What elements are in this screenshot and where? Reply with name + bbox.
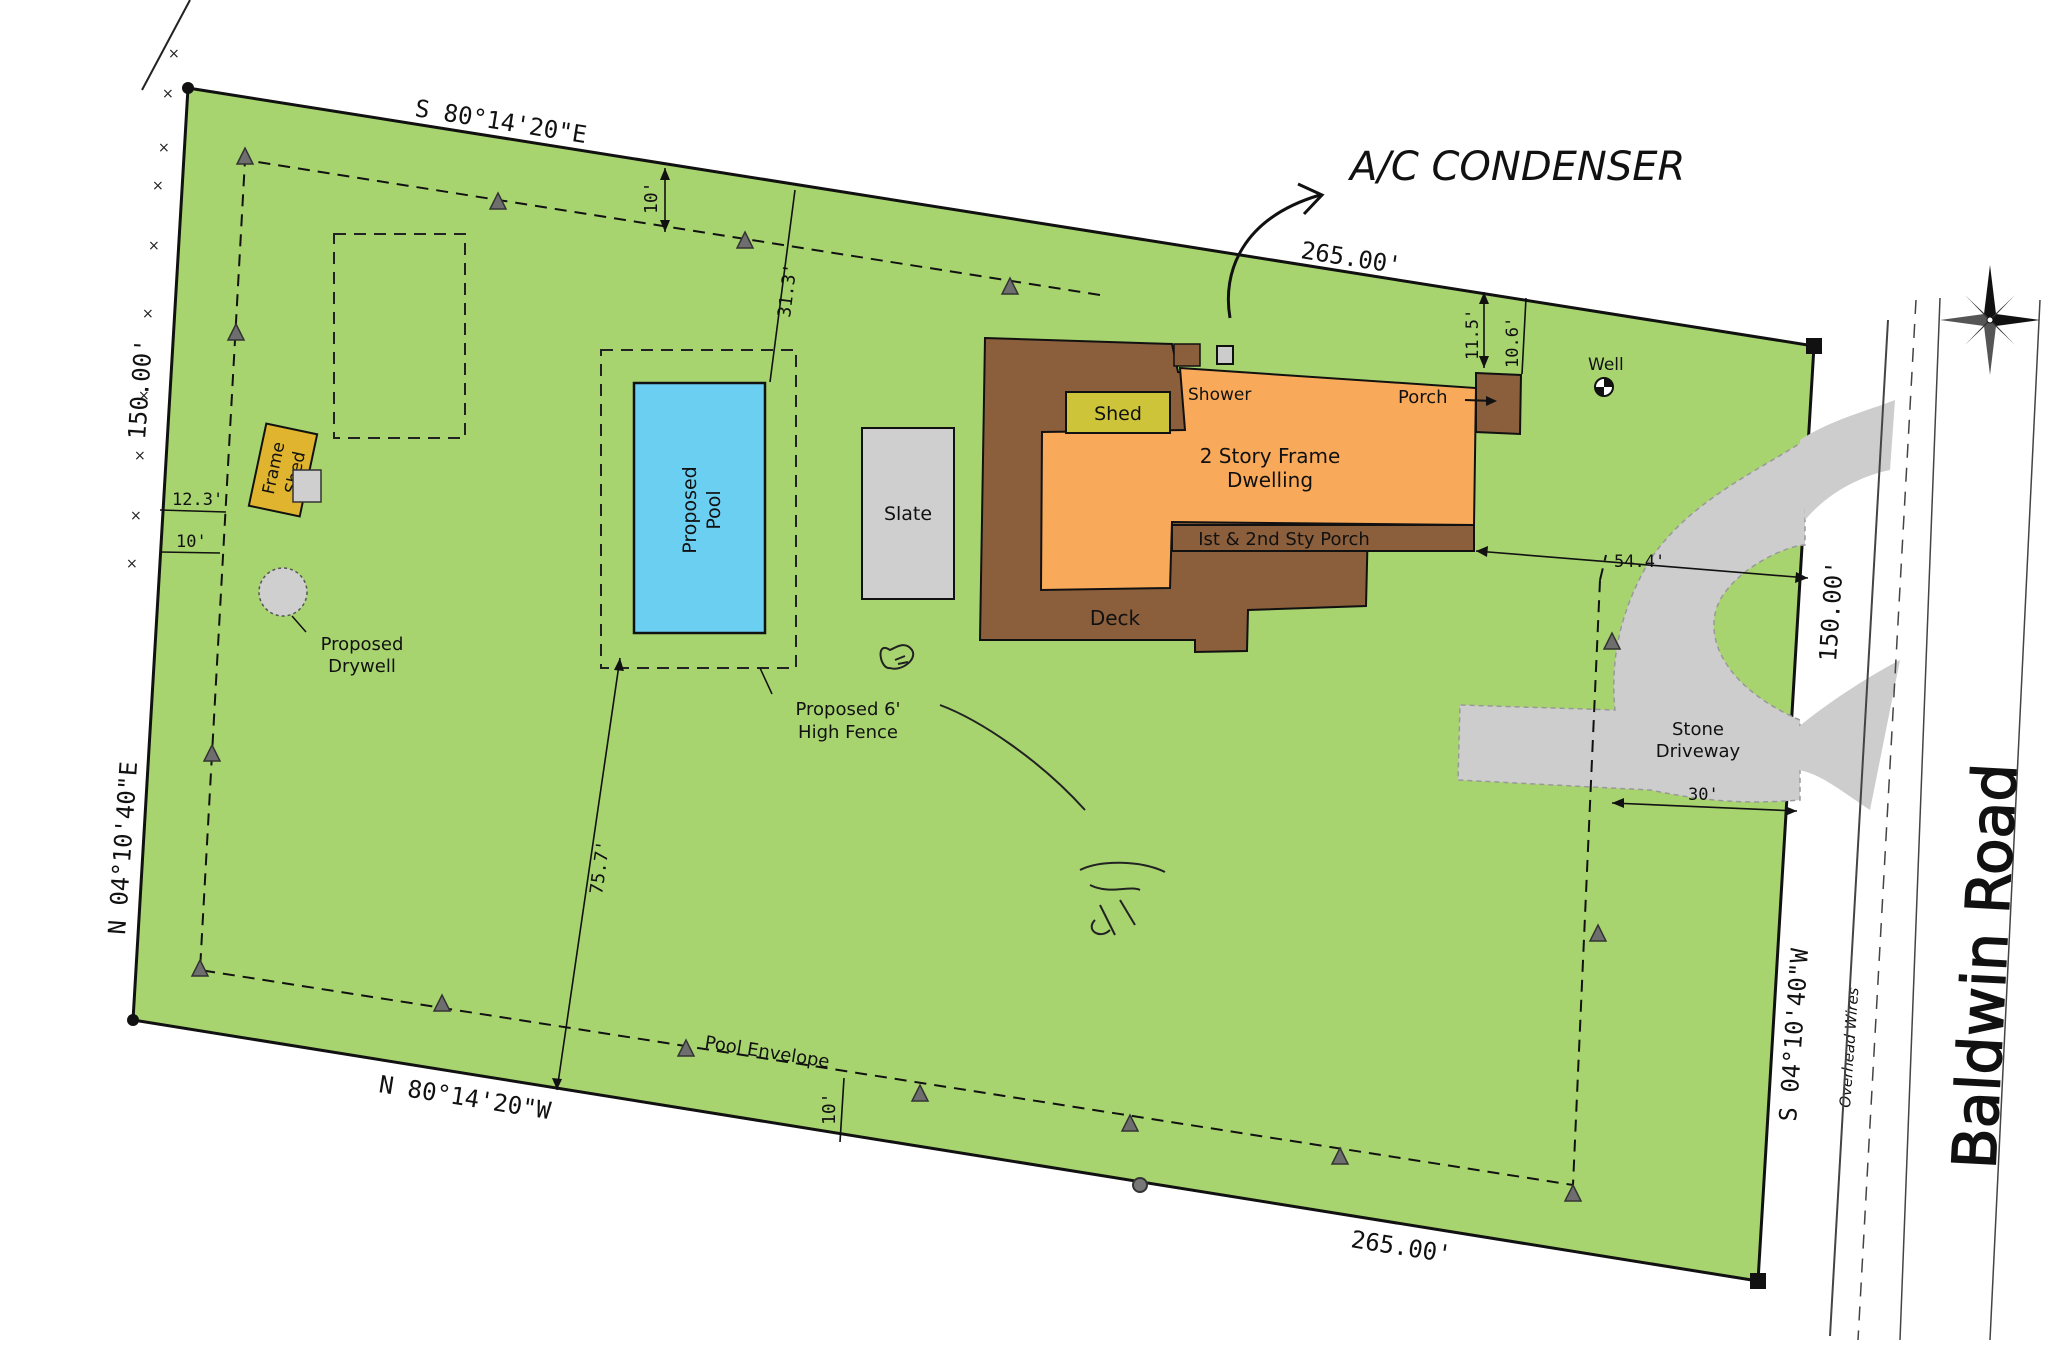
side-porch-label: Ist & 2nd Sty Porch	[1198, 529, 1370, 550]
driveway-apron	[1795, 400, 1900, 810]
pool-fence	[600, 349, 797, 669]
proposed-drywell	[258, 567, 308, 617]
ac-condenser-arrowhead	[1297, 182, 1325, 216]
road-lines	[1829, 297, 2041, 1341]
drywell-label-1: Proposed	[321, 634, 404, 655]
svg-text:×: ×	[134, 448, 146, 464]
distance-east: 150.00'	[1814, 560, 1849, 663]
bearing-east: S 04°10'40"W	[1774, 947, 1814, 1122]
envelope-markers	[190, 146, 1622, 1202]
pool-envelope-right-stub	[1599, 554, 1607, 581]
deck-label: Deck	[1090, 606, 1141, 630]
shower	[1173, 343, 1201, 367]
lot-corner-ne	[1806, 338, 1822, 354]
ac-condenser-unit	[1216, 345, 1234, 365]
svg-text:×: ×	[130, 508, 142, 524]
pool-label-2: Pool	[703, 490, 725, 529]
fence-x-markers-left: × × × × × × × × × ×	[126, 46, 180, 572]
proposed-pool-label: Proposed Pool	[679, 466, 725, 553]
frame-shed-step	[292, 469, 322, 503]
distance-west: 150.00'	[123, 338, 158, 441]
dim-11-5: 11.5'	[1463, 309, 1483, 360]
dim-10-top: 10'	[641, 181, 662, 214]
lot-corner-se	[1750, 1273, 1766, 1289]
well-label: Well	[1588, 355, 1624, 375]
west-line-extension	[141, 0, 191, 91]
stone-driveway	[1457, 438, 1806, 803]
attached-shed	[1065, 391, 1171, 434]
dimension-arrowheads	[552, 168, 1808, 1090]
shower-label: Shower	[1188, 385, 1251, 405]
driveway-label-2: Driveway	[1656, 741, 1741, 762]
svg-text:×: ×	[138, 388, 150, 404]
fence-label-1: Proposed 6'	[796, 699, 901, 720]
svg-text:×: ×	[168, 46, 180, 62]
distance-south: 265.00'	[1349, 1225, 1453, 1268]
svg-text:×: ×	[152, 178, 164, 194]
svg-text:×: ×	[148, 238, 160, 254]
lot-corner-sw	[127, 1014, 139, 1026]
dimension-lines	[159, 168, 1809, 1143]
tree-symbol	[879, 644, 1166, 936]
porch-label: Porch	[1398, 387, 1448, 408]
dim-10-bottom: 10'	[819, 1092, 840, 1125]
dim-10-left: 10'	[176, 532, 207, 552]
ac-condenser-arrow	[1226, 193, 1321, 319]
slate-label: Slate	[884, 503, 932, 525]
lot-corner-nw	[182, 82, 194, 94]
dwelling-label-1: 2 Story Frame	[1200, 444, 1341, 468]
dim-10-6: 10.6'	[1503, 317, 1523, 368]
front-porch	[1475, 371, 1523, 436]
fenced-area	[333, 233, 466, 439]
porch-arrowhead	[1486, 396, 1497, 406]
shed-label: Shed	[1094, 403, 1142, 425]
bearing-west: N 04°10'40"E	[103, 760, 143, 935]
well-symbol-fill	[1595, 378, 1613, 396]
svg-text:×: ×	[162, 86, 174, 102]
pool-envelope-line	[198, 158, 1601, 1187]
road-label: Baldwin Road	[1940, 762, 2031, 1171]
drywell-label-2: Drywell	[328, 656, 396, 677]
driveway-label-1: Stone	[1672, 719, 1724, 740]
dim-30: 30'	[1688, 785, 1719, 805]
fence-label-2: High Fence	[798, 722, 898, 743]
slate-patio	[861, 427, 955, 600]
property-marker-south	[1132, 1177, 1148, 1193]
ac-condenser-annotation: A/C CONDENSER	[1347, 144, 1685, 190]
fence-leader	[759, 667, 773, 695]
drywell-leader	[291, 615, 307, 633]
svg-text:×: ×	[142, 306, 154, 322]
dim-12-3: 12.3'	[172, 490, 223, 510]
side-porch	[1171, 524, 1475, 552]
dwelling-label-2: Dwelling	[1227, 468, 1313, 492]
compass-rose-icon	[1940, 265, 2040, 375]
pool-label-1: Proposed	[679, 466, 701, 553]
lot	[131, 86, 1816, 1283]
proposed-pool	[632, 381, 767, 635]
svg-text:×: ×	[126, 556, 138, 572]
svg-text:×: ×	[158, 140, 170, 156]
dim-54-4: 54.4'	[1614, 552, 1665, 572]
